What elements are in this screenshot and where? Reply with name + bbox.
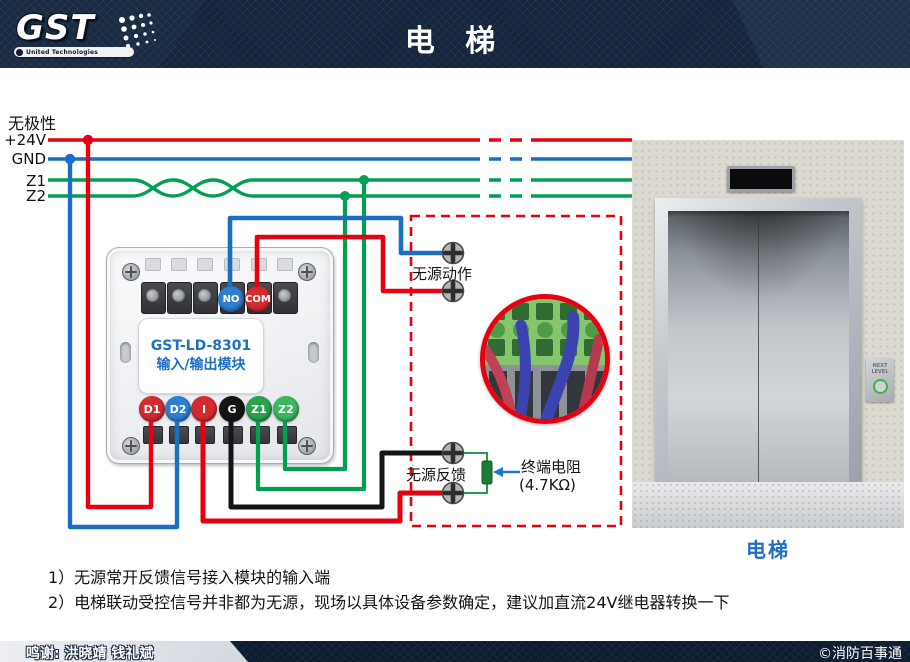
- module-model: GST-LD-8301: [150, 338, 252, 354]
- elevator-door-frame: [655, 198, 862, 488]
- gst-logo-text: GST: [16, 8, 95, 48]
- terminal-com: COM: [245, 286, 271, 312]
- junction-dots: [64, 134, 369, 201]
- terminal-resistor: [481, 460, 493, 485]
- mounting-slot: [308, 342, 319, 363]
- terminal-d2: D2: [165, 396, 191, 422]
- elevator-caption: 电梯: [746, 538, 790, 562]
- header-light-band-right: [733, 0, 910, 68]
- call-panel-text-1: NEXT: [872, 363, 888, 369]
- door-shadow: [668, 211, 849, 301]
- header-texture: [0, 0, 910, 68]
- module-tab: [145, 258, 161, 271]
- mounting-slot: [120, 342, 131, 363]
- footer-credits: 鸣谢: 洪晓靖 钱礼斌: [26, 646, 154, 662]
- terminal-g: G: [219, 396, 245, 422]
- note-1: 1）无源常开反馈信号接入模块的输入端: [48, 568, 331, 587]
- terminal-block: [193, 282, 218, 314]
- dry-feedback-label: 无源反馈: [406, 466, 467, 484]
- module-tab: [197, 258, 213, 271]
- logo-subtitle-pill: United Technologies: [14, 47, 134, 57]
- elevator-floor-display: [727, 166, 795, 192]
- bus-24v-label: +24V: [4, 131, 46, 149]
- bus-z1-z2-twisted-pair: [48, 178, 632, 198]
- footer-silver-wedge: [0, 641, 248, 662]
- terminal-block: [167, 282, 192, 314]
- corner-screw-icon: [298, 263, 316, 281]
- bus-z1-label: Z1: [26, 172, 46, 190]
- module-tab: [251, 258, 267, 271]
- page-title: 电 梯: [404, 24, 506, 59]
- module-label: GST-LD-8301 输入/输出模块: [138, 318, 264, 394]
- terminal-block: [273, 282, 298, 314]
- corner-screw-icon: [298, 437, 316, 455]
- terminal-block: [277, 426, 297, 444]
- terminal-z2: Z2: [273, 396, 299, 422]
- header-bar: GST United Technologies 电 梯: [0, 0, 910, 68]
- terminal-block: [169, 426, 189, 444]
- terminal-resistor-value: (4.7KΩ): [519, 476, 576, 494]
- terminal-z1: Z1: [246, 396, 272, 422]
- terminal-block: [250, 426, 270, 444]
- terminal-block: [141, 282, 166, 314]
- module-tab: [277, 258, 293, 271]
- elevator-call-panel: NEXT LEVEL: [866, 358, 894, 402]
- bus-z2-label: Z2: [26, 187, 46, 205]
- screw-terminal-icon: [443, 483, 464, 504]
- module-type: 输入/输出模块: [156, 357, 246, 373]
- module-tab: [171, 258, 187, 271]
- module-tab: [224, 258, 240, 271]
- terminal-block: [143, 426, 163, 444]
- terminal-block: [223, 426, 243, 444]
- logo-globe-icon: [16, 48, 23, 56]
- floor-texture: [632, 482, 904, 528]
- corner-screw-icon: [122, 437, 140, 455]
- screw-terminal-icon: [443, 243, 464, 264]
- call-button-icon: [872, 379, 888, 394]
- terminal-no: NO: [218, 286, 244, 312]
- elevator-photo: NEXT LEVEL: [632, 140, 904, 528]
- note-2: 2）电梯联动受控信号并非都为无源，现场以具体设备参数确定，建议加直流24V继电器…: [48, 593, 730, 612]
- terminal-block: [195, 426, 215, 444]
- bus-gnd-label: GND: [11, 150, 46, 168]
- wiring-closeup-photo: [480, 294, 610, 424]
- terminal-i: I: [191, 396, 217, 422]
- terminal-d1: D1: [139, 396, 165, 422]
- call-panel-text-2: LEVEL: [871, 369, 889, 375]
- corner-screw-icon: [122, 263, 140, 281]
- terminal-resistor-circuit: [464, 452, 520, 494]
- elevator-floor: [632, 482, 904, 528]
- dry-action-label: 无源动作: [412, 265, 473, 283]
- terminal-resistor-label: 终端电阻: [521, 458, 582, 476]
- screw-terminal-icon: [443, 443, 464, 464]
- logo-subtitle: United Technologies: [26, 48, 99, 56]
- io-module: GST-LD-8301 输入/输出模块 NO COM D1 D2 I G Z1 …: [106, 247, 334, 464]
- footer-copyright: ©消防百事通: [818, 646, 902, 662]
- bus-nonpolar-label: 无极性: [8, 114, 57, 133]
- footer-bar: 鸣谢: 洪晓靖 钱礼斌 ©消防百事通: [0, 641, 910, 662]
